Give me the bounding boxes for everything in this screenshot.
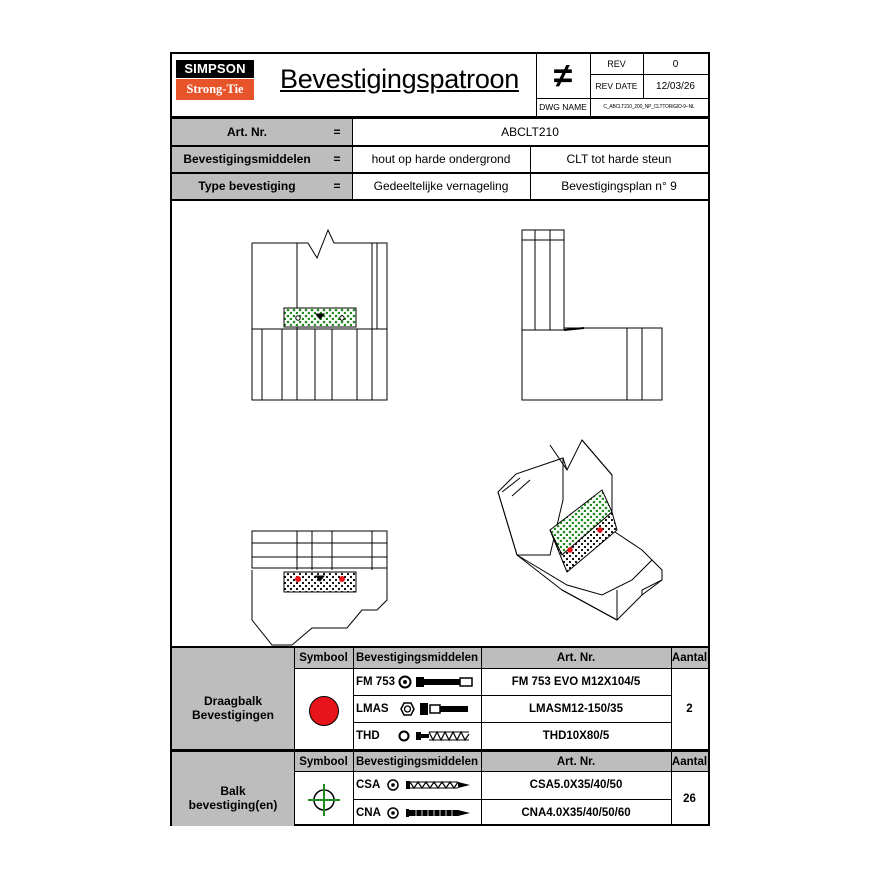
table1-row3-art: THD10X80/5 (542, 729, 610, 742)
front-view (251, 228, 388, 401)
table1-row3-code: THD (356, 729, 380, 742)
page-title: Bevestigingspatroon (280, 64, 519, 94)
green-crosshair-symbol-icon (308, 784, 340, 816)
table1-row1-art: FM 753 EVO M12X104/5 (511, 675, 641, 688)
red-circle-symbol-icon (309, 696, 339, 726)
anchor-fm753-icon (398, 675, 473, 689)
technical-drawings (251, 228, 663, 646)
type-equals: = (333, 178, 341, 193)
table2-qty: 26 (683, 792, 696, 805)
table1-col-art: Art. Nr. (556, 652, 596, 664)
isometric-view (497, 439, 663, 621)
not-equal-icon: ≠ (553, 56, 573, 95)
table2-row1-code: CSA (356, 779, 381, 791)
table1-group-label: Draagbalk Bevestigingen (191, 694, 275, 722)
rev-date-value: 12/03/26 (656, 80, 695, 92)
table2-row2-code: CNA (356, 806, 381, 819)
dwg-name-value: C_ABCLT210_200_NP_CLTTORIGID-9--NL (603, 104, 695, 110)
table2-col-qty: Aantal (671, 755, 708, 768)
nail-cna-icon (387, 807, 470, 819)
table2-group-label: Balk bevestiging(en) (188, 784, 278, 812)
anchor-lmas-icon (400, 702, 468, 716)
art-nr-value: ABCLT210 (501, 124, 559, 139)
means-value-left: hout op harde ondergrond (371, 151, 511, 166)
strong-tie-logo: Strong-Tie (176, 79, 254, 100)
table1-row1-code: FM 753 (356, 675, 395, 688)
table1-row2-code: LMAS (356, 702, 389, 715)
table2-col-art: Art. Nr. (556, 755, 596, 768)
screw-thd-icon (398, 730, 470, 742)
rev-date-label: REV DATE (595, 81, 638, 91)
table1-col-means: Bevestigingsmiddelen (355, 652, 479, 664)
rev-value: 0 (672, 58, 679, 70)
type-value-left: Gedeeltelijke vernageling (373, 178, 509, 193)
means-label: Bevestigingsmiddelen (183, 151, 311, 166)
table1-col-qty: Aantal (671, 652, 708, 664)
table1-col-symbol: Symbool (299, 652, 348, 664)
table1-row2-art: LMASM12-150/35 (529, 702, 623, 715)
simpson-logo: SIMPSON (176, 60, 254, 78)
means-value-right: CLT tot harde steun (566, 151, 672, 166)
table1-qty: 2 (686, 702, 693, 715)
type-label: Type bevestiging (198, 178, 296, 193)
dwg-name-label: DWG NAME (539, 102, 587, 112)
rev-label: REV (607, 59, 626, 69)
table2-row2-art: CNA4.0X35/40/50/60 (521, 806, 631, 819)
table2-row1-art: CSA5.0X35/40/50 (529, 779, 623, 791)
art-nr-label: Art. Nr. (226, 124, 267, 139)
drawing-sheet: SIMPSON Strong-Tie Bevestigingspatroon ≠… (170, 52, 710, 826)
art-nr-equals: = (333, 124, 341, 139)
screw-csa-icon (387, 779, 470, 791)
means-equals: = (333, 151, 341, 166)
table2-col-means: Bevestigingsmiddelen (355, 755, 479, 768)
table2-col-symbol: Symbool (299, 755, 348, 768)
top-view (251, 530, 388, 646)
side-view (521, 229, 663, 401)
type-value-right: Bevestigingsplan n° 9 (561, 178, 677, 193)
